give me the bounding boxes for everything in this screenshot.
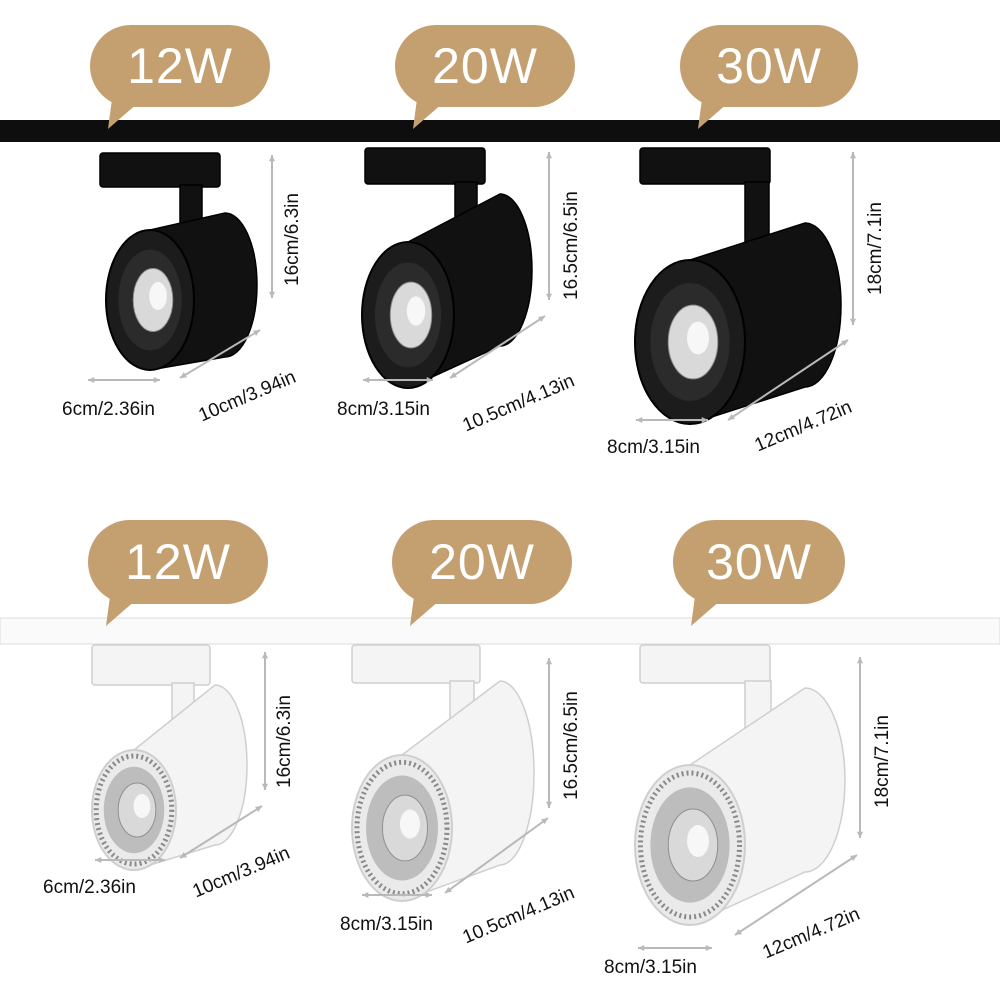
diameter-label: 6cm/2.36in [62, 399, 155, 420]
wattage-label: 20W [429, 534, 535, 590]
rail-adapter [639, 644, 771, 684]
led-chip [149, 282, 167, 310]
wattage-label: 30W [716, 38, 822, 94]
wattage-label: 12W [125, 534, 231, 590]
length-dimension-line [449, 315, 546, 379]
wattage-badge-tail [410, 596, 440, 626]
track-rail-white [0, 617, 1000, 645]
height-dimension-line [268, 155, 276, 298]
led-chip [406, 296, 426, 326]
wattage-badge-tail [698, 99, 728, 129]
wattage-badge-bg [392, 520, 572, 604]
diameter-label: 8cm/3.15in [607, 437, 700, 458]
length-dimension-line [179, 805, 263, 859]
diameter-dimension-line [363, 376, 433, 384]
diameter-label: 6cm/2.36in [43, 877, 136, 898]
diameter-dimension-line [95, 856, 165, 864]
wattage-badge-bg [680, 25, 858, 107]
rail-adapter [91, 644, 211, 686]
rail-adapter [364, 147, 486, 185]
length-dimension-line [727, 339, 849, 421]
wattage-badge-tail [108, 99, 138, 129]
wattage-badge-tail [106, 596, 136, 626]
led-chip [687, 321, 709, 355]
wattage-badge-bg [88, 520, 268, 604]
wattage-label: 30W [706, 534, 812, 590]
heat-sink-fins [354, 759, 450, 897]
wattage-label: 12W [127, 38, 233, 94]
track-spotlight-black-30W [634, 147, 842, 426]
wattage-label: 20W [432, 38, 538, 94]
led-chip [400, 809, 420, 839]
track-rail-black [0, 120, 1000, 142]
diameter-label: 8cm/3.15in [340, 914, 433, 935]
diameter-dimension-line [88, 376, 160, 384]
length-dimension-line [179, 329, 261, 379]
wattage-badge-bg [90, 25, 270, 107]
diameter-dimension-line [636, 416, 708, 424]
height-label: 18cm/7.1in [865, 202, 886, 295]
height-dimension-line [261, 652, 269, 790]
lamp-arm [744, 181, 770, 245]
track-spotlight-white-12W [91, 644, 248, 872]
rail-adapter [639, 147, 771, 185]
rail-adapter [351, 644, 481, 684]
height-dimension-line [545, 152, 553, 300]
height-label: 18cm/7.1in [872, 715, 893, 808]
length-dimension-line [444, 817, 549, 894]
heat-sink-fins [638, 770, 742, 920]
led-chip [687, 825, 709, 857]
height-dimension-line [545, 658, 553, 808]
wattage-badge-bg [673, 520, 845, 604]
track-spotlight-black-12W [99, 152, 258, 371]
heat-sink-fins [93, 753, 175, 867]
wattage-badge-bg [395, 25, 575, 107]
wattage-badge-tail [691, 596, 721, 626]
track-spotlight-white-30W [634, 644, 846, 927]
rail-adapter [99, 152, 221, 188]
diameter-dimension-line [638, 944, 712, 952]
track-spotlight-white-20W [351, 644, 535, 903]
height-label: 16.5cm/6.5in [561, 691, 582, 800]
diameter-label: 8cm/3.15in [337, 399, 430, 420]
diameter-label: 8cm/3.15in [604, 957, 697, 978]
height-label: 16cm/6.3in [274, 695, 295, 788]
length-dimension-line [734, 854, 858, 936]
height-label: 16cm/6.3in [282, 193, 303, 286]
wattage-badge-tail [413, 99, 443, 129]
height-dimension-line [849, 152, 857, 325]
diameter-dimension-line [362, 891, 432, 899]
height-dimension-line [856, 657, 864, 838]
height-label: 16.5cm/6.5in [561, 191, 582, 300]
track-spotlight-black-20W [361, 147, 533, 390]
led-chip [133, 794, 151, 818]
